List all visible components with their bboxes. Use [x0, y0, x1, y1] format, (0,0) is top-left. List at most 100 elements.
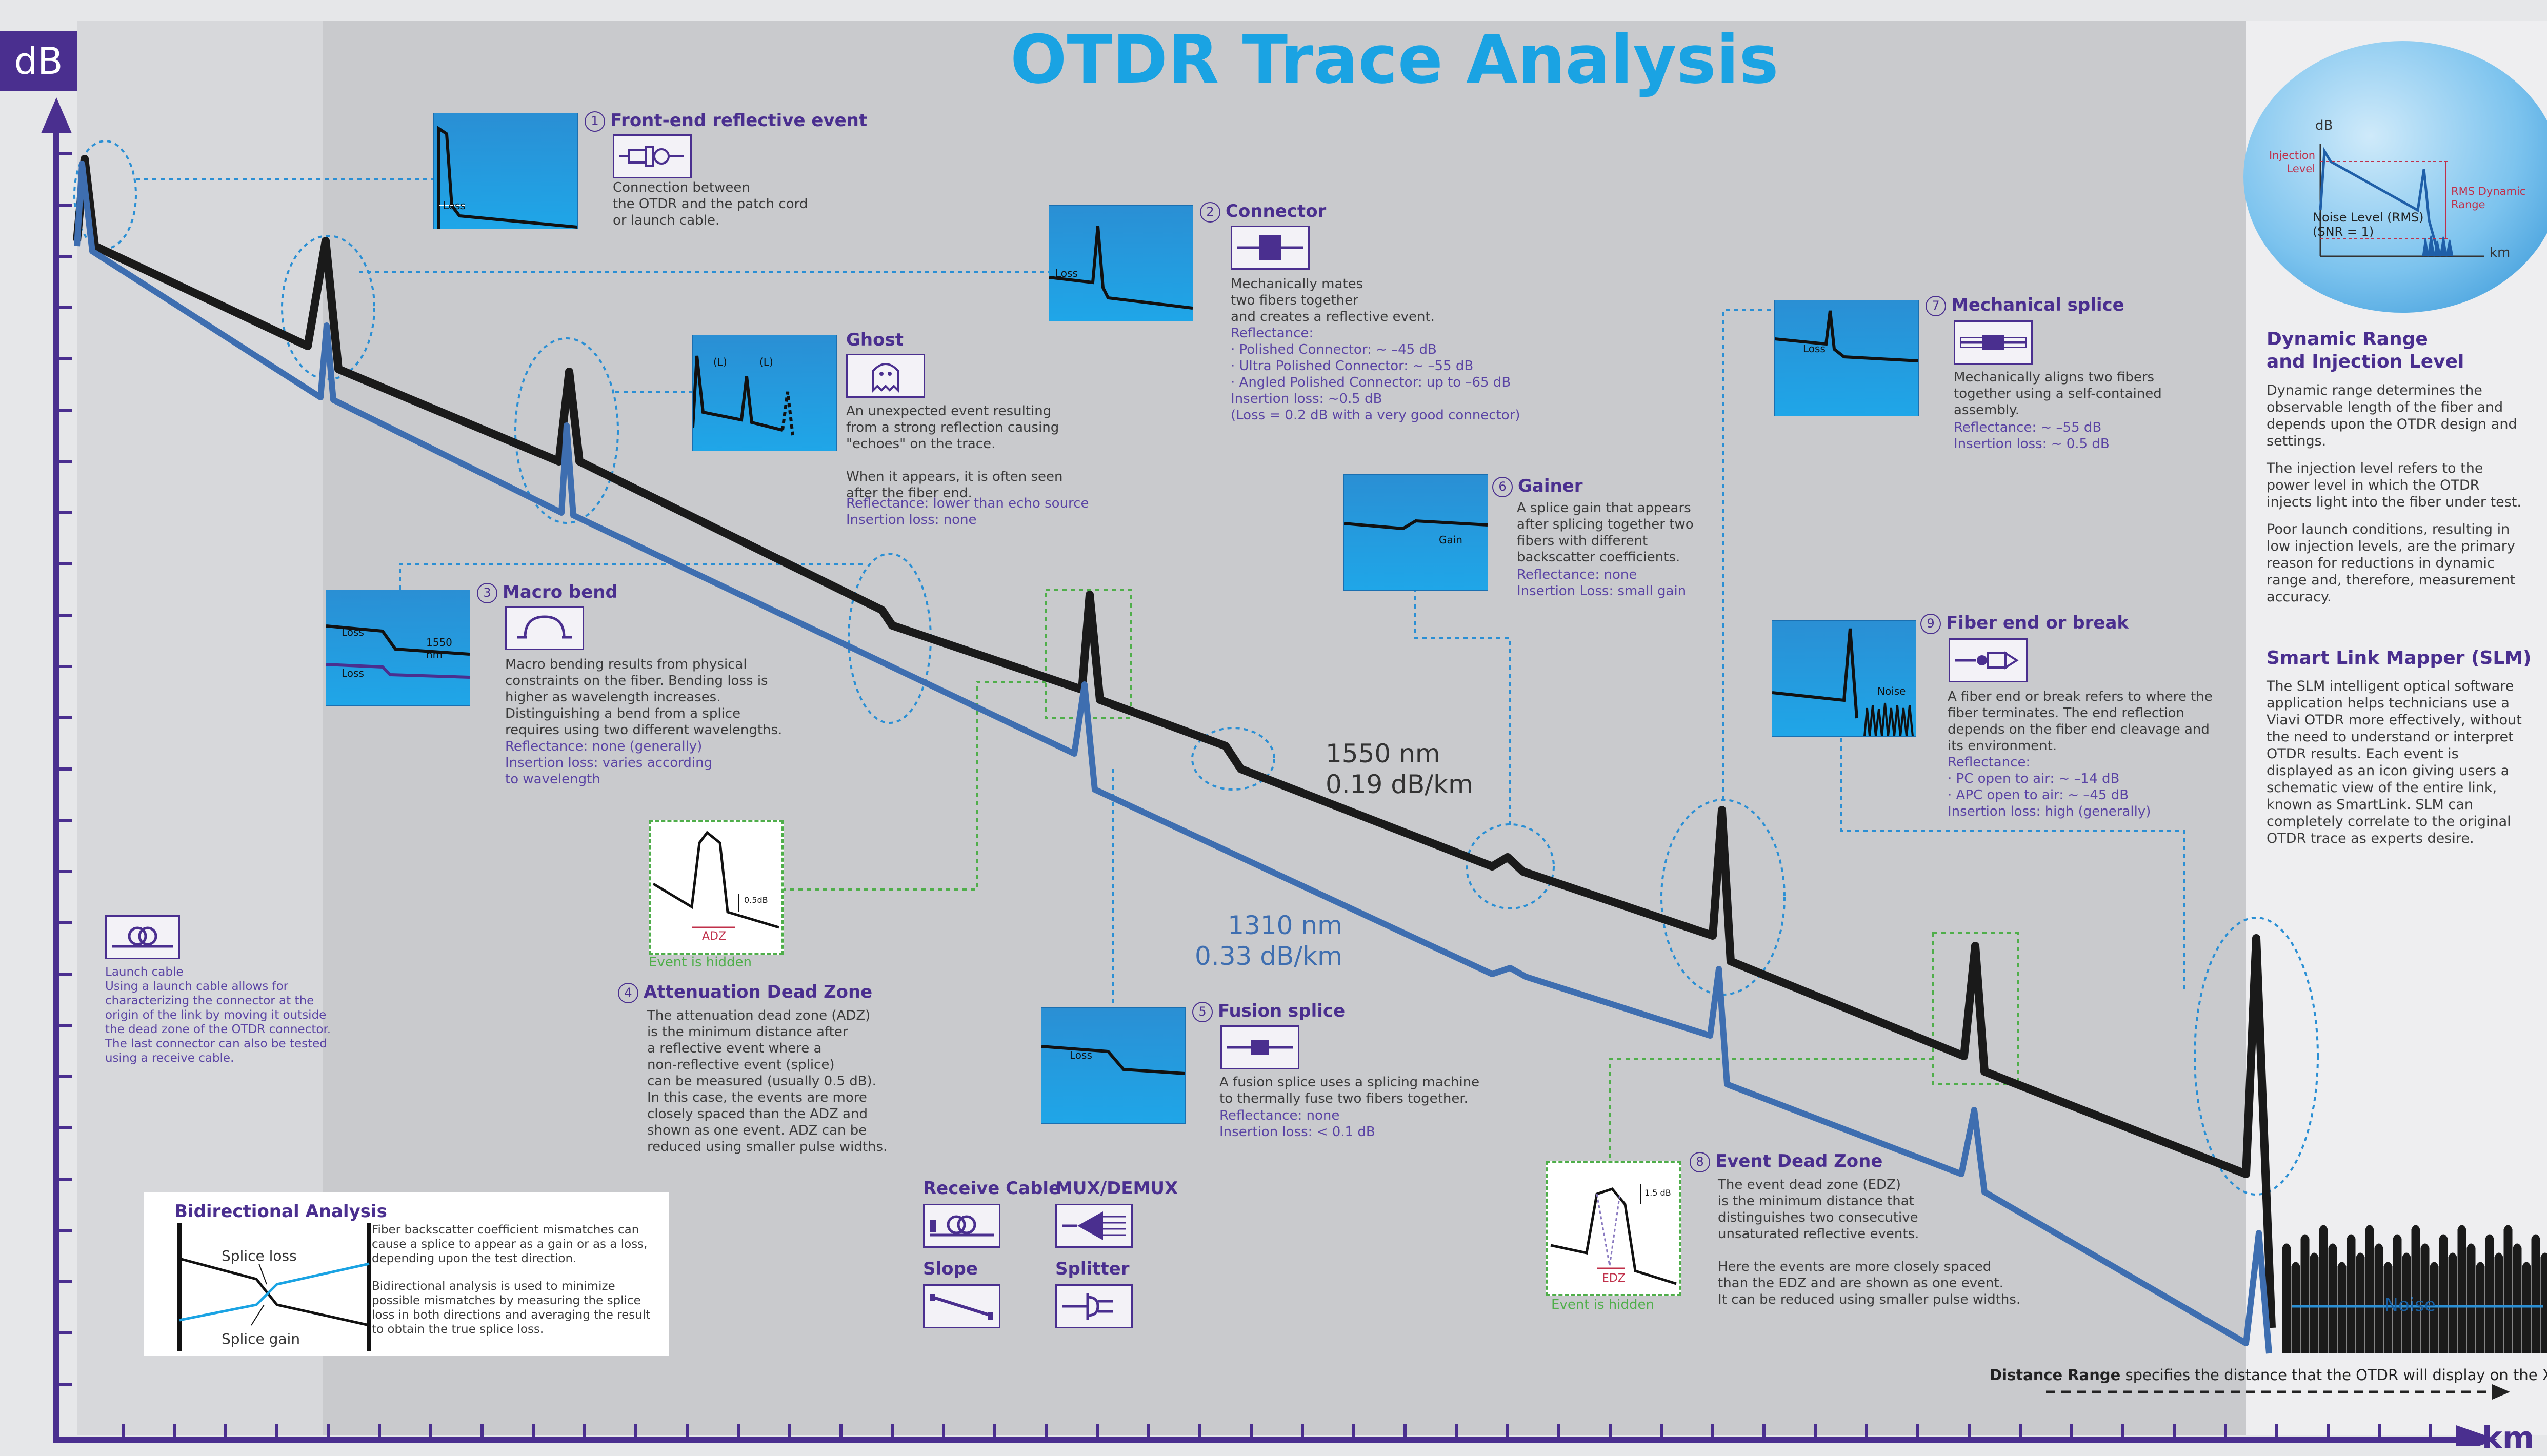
adz-inset-db: 0.5dB: [744, 895, 768, 905]
dynamic-range-p3: Poor launch conditions, resulting in low…: [2267, 521, 2516, 605]
noise-label: Noise: [2384, 1295, 2436, 1316]
dynamic-range-plot: [2319, 144, 2484, 257]
distance-range-caption: Distance Range specifies the distance th…: [1990, 1366, 2547, 1384]
connector-icon-glyph: [1237, 235, 1303, 260]
mini-front-end-label: Loss: [443, 199, 466, 212]
mini-trace-fiber-end: Noise: [1772, 620, 1916, 737]
noise-floor: [2282, 1225, 2547, 1353]
dynamic-range-title: Dynamic Range and Injection Level: [2267, 329, 2464, 372]
ghost-icon: [846, 354, 925, 398]
edz-inset-plot: [1550, 1184, 1677, 1285]
connector-icon: [1231, 226, 1310, 270]
fiber-end-number: 9: [1920, 613, 1941, 634]
ghost-title: Ghost: [846, 330, 904, 350]
macro-bend-icon: [505, 606, 584, 650]
mini-trace-ghost-plot: [693, 355, 794, 436]
dynamic-range-noise: Noise Level (RMS) (SNR = 1): [2313, 210, 2424, 239]
mini-trace-ghost: (L) (L): [692, 335, 837, 451]
edz-hidden-note: Event is hidden: [1551, 1297, 1654, 1312]
ghost-text: An unexpected event resulting from a str…: [846, 403, 1063, 501]
adz-text: The attenuation dead zone (ADZ) is the m…: [647, 1008, 888, 1155]
front-end-title: Front-end reflective event: [610, 110, 868, 131]
fusion-splice-text: A fusion splice uses a splicing machine …: [1219, 1075, 1480, 1106]
dynamic-range-p2: The injection level refers to the power …: [2267, 460, 2521, 510]
macro-bend-text: Macro bending results from physical cons…: [505, 657, 783, 738]
mini-fiber-end-label: Noise: [1877, 685, 1906, 697]
receive-cable-icon-glyph: [930, 1215, 994, 1237]
adz-hidden-note: Event is hidden: [649, 955, 752, 970]
ghost-details: Reflectance: lower than echo source Inse…: [846, 496, 1089, 528]
edz-inset-label: EDZ: [1602, 1272, 1626, 1285]
adz-inset-label: ADZ: [702, 930, 727, 943]
mechanical-splice-text: Mechanically aligns two fibers together …: [1954, 370, 2162, 418]
gainer-number: 6: [1492, 476, 1513, 497]
connector-text: Mechanically mates two fibers together a…: [1231, 276, 1435, 325]
distance-range-bold: Distance Range: [1990, 1366, 2121, 1384]
trace-1550-wavelength: 1550 nm: [1326, 739, 1440, 769]
macro-bend-icon-glyph: [517, 615, 572, 639]
macro-bend-details: Reflectance: none (generally) Insertion …: [505, 739, 713, 787]
splitter-icon-glyph: [1062, 1293, 1113, 1320]
dynamic-range-db: dB: [2315, 118, 2333, 133]
fusion-splice-title: Fusion splice: [1218, 1001, 1346, 1021]
adz-inset-plot: [652, 831, 779, 929]
mini-mechanical-splice-label: Loss: [1803, 342, 1826, 355]
trace-1310-loss: 0.33 dB/km: [1195, 941, 1342, 971]
fiber-end-details: Reflectance: · PC open to air: ~ –14 dB …: [1948, 755, 2151, 819]
edz-inset: EDZ 1.5 dB: [1546, 1161, 1681, 1296]
bidirectional-panel: Bidirectional Analysis Splice loss Splic…: [144, 1192, 669, 1356]
adz-title: Attenuation Dead Zone: [644, 982, 873, 1002]
distance-range-text: specifies the distance that the OTDR wil…: [2120, 1366, 2547, 1384]
mux-demux-icon-glyph: [1062, 1211, 1126, 1240]
slope-icon-glyph: [930, 1294, 993, 1320]
mini-trace-connector: Loss: [1049, 205, 1193, 321]
fusion-splice-icon: [1220, 1025, 1299, 1069]
dynamic-range-rms: RMS Dynamic Range: [2451, 185, 2526, 211]
fusion-splice-number: 5: [1192, 1001, 1213, 1022]
splitter-icon: [1055, 1284, 1133, 1328]
trace-1310nm: [74, 161, 2272, 1354]
trace-label-1550: 1550 nm 0.19 dB/km: [1326, 738, 1473, 800]
dynamic-range-p1: Dynamic range determines the observable …: [2267, 382, 2517, 449]
dynamic-range-injection: Injection Level: [2269, 149, 2315, 175]
fusion-splice-details: Reflectance: none Insertion loss: < 0.1 …: [1219, 1108, 1375, 1140]
edz-inset-db: 1.5 dB: [1644, 1188, 1671, 1198]
mini-trace-gainer: Gain: [1343, 474, 1488, 591]
dynamic-range-km: km: [2490, 245, 2511, 260]
mini-trace-front-end: Loss: [433, 113, 578, 229]
edz-number: 8: [1690, 1151, 1710, 1172]
fiber-end-title: Fiber end or break: [1946, 613, 2129, 633]
bidirectional-splice-gain: Splice gain: [222, 1330, 300, 1347]
edz-title: Event Dead Zone: [1715, 1151, 1883, 1171]
slm-text: The SLM intelligent optical software app…: [2267, 678, 2522, 846]
trace-label-1310: 1310 nm 0.33 dB/km: [1195, 910, 1342, 972]
mini-macro-bend-label-3: Loss: [342, 667, 364, 679]
trace-1550-loss: 0.19 dB/km: [1326, 770, 1473, 799]
gainer-title: Gainer: [1518, 476, 1583, 496]
slm-title: Smart Link Mapper (SLM): [2267, 648, 2532, 669]
mini-fusion-splice-label: Loss: [1070, 1049, 1092, 1061]
mini-trace-fiber-end-plot: [1772, 628, 1914, 736]
fiber-end-icon-glyph: [1955, 651, 2019, 670]
mechanical-splice-number: 7: [1926, 295, 1946, 316]
trace-1550nm: [73, 155, 2276, 1328]
dynamic-range-bubble: dB km Injection Level RMS Dynamic Range …: [2243, 41, 2547, 313]
mini-trace-mechanical-splice-plot: [1775, 310, 1918, 362]
legend-mux-demux-label: MUX/DEMUX: [1055, 1178, 1178, 1199]
mini-macro-bend-label-1: Loss: [342, 626, 364, 638]
slope-icon: [923, 1284, 1000, 1328]
mini-gainer-label: Gain: [1439, 534, 1462, 546]
gainer-details: Reflectance: none Insertion Loss: small …: [1517, 567, 1687, 599]
edz-text: The event dead zone (EDZ) is the minimum…: [1718, 1177, 2021, 1307]
otdr-connector-icon: [613, 134, 692, 178]
dynamic-range-text: Dynamic range determines the observable …: [2267, 382, 2523, 616]
